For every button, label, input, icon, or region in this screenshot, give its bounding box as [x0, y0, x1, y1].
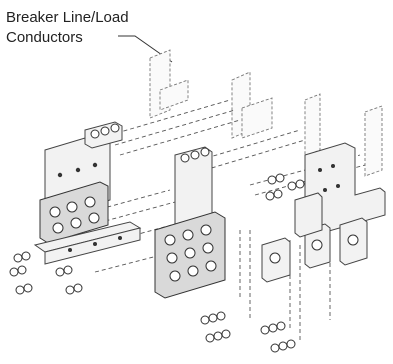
right-lug-set	[261, 192, 368, 283]
callout-label-line2: Conductors	[6, 29, 83, 46]
left-flat-bar	[33, 221, 142, 265]
center-lug-block	[154, 146, 226, 299]
left-bolt-set	[9, 251, 83, 295]
left-lug-block	[39, 121, 123, 244]
callout-label-line1: Breaker Line/Load	[6, 9, 129, 26]
callout-leader-line	[118, 35, 173, 63]
bottom-bolt-set	[200, 311, 296, 353]
right-top-bolts	[265, 173, 305, 201]
breaker-conductors	[149, 49, 383, 177]
